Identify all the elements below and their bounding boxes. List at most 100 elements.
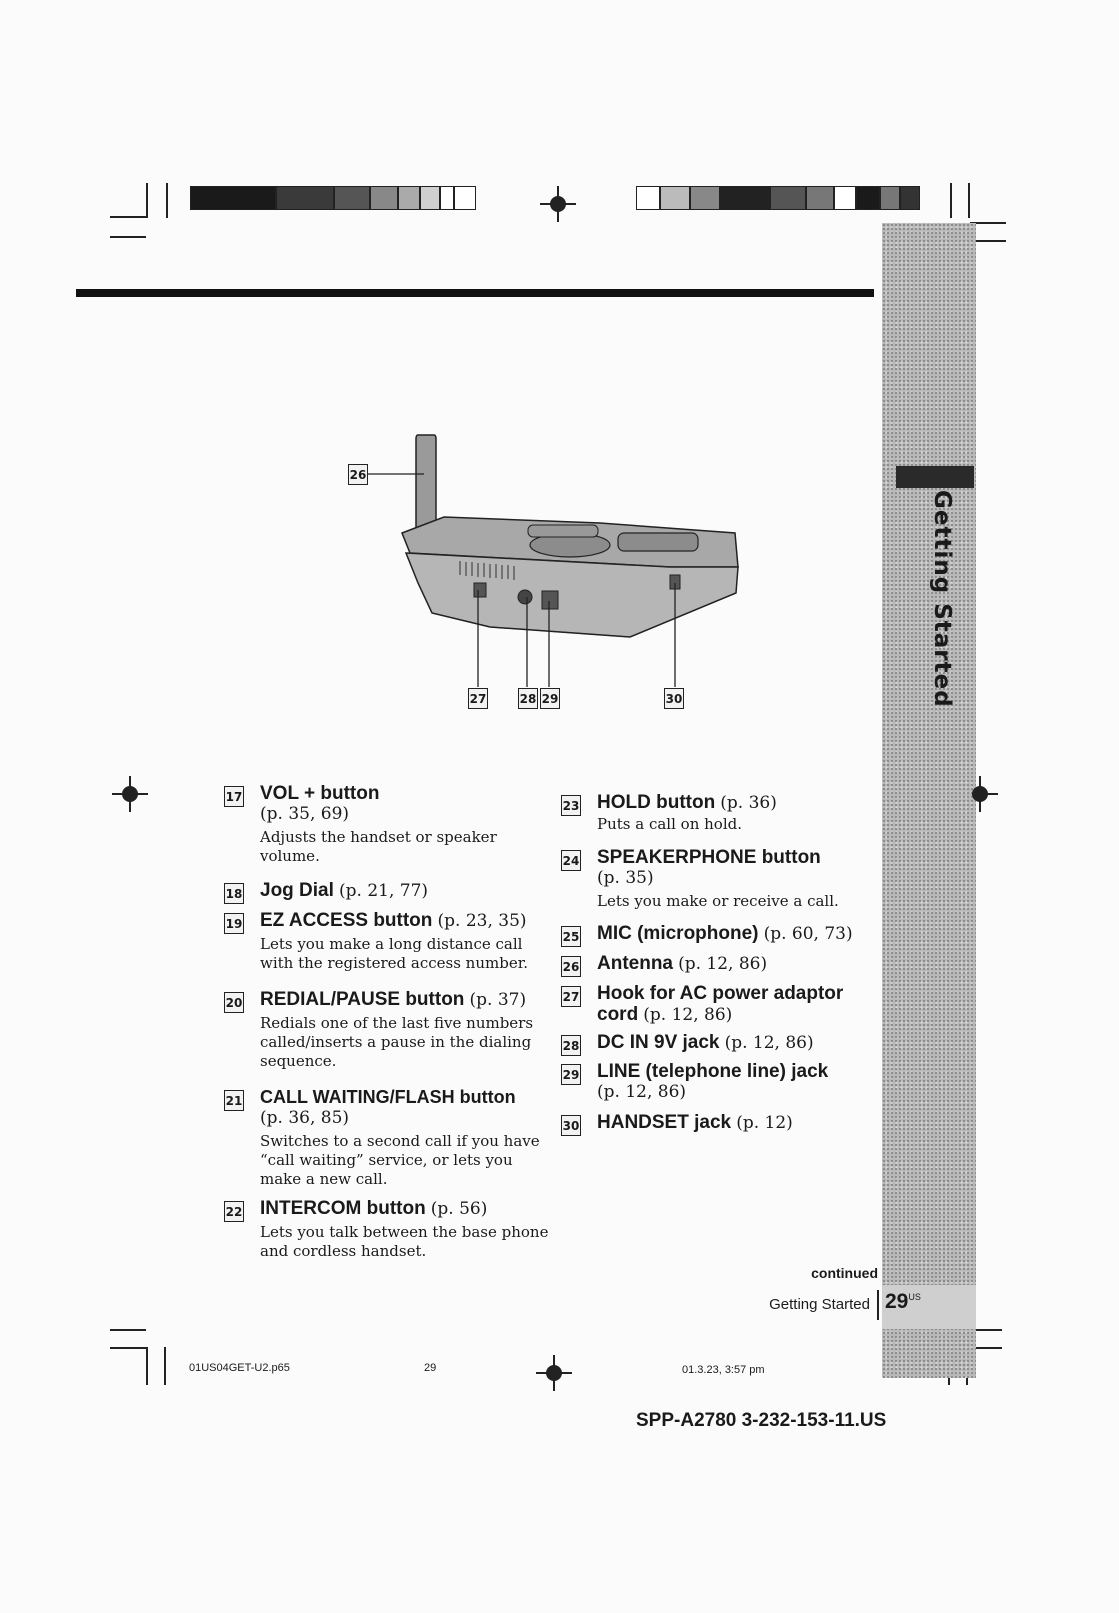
crop-mark <box>966 1329 1002 1331</box>
page-number: 29US <box>885 1290 921 1314</box>
entry-label: Jog Dial <box>260 880 334 901</box>
entry-page-ref: (p. 35, 69) <box>260 804 350 824</box>
entry-number: 25 <box>561 926 581 947</box>
entry-description: Redials one of the last five numbers cal… <box>260 1014 534 1070</box>
crop-mark <box>110 1347 146 1349</box>
entry-hold-button: HOLD button (p. 36) Puts a call on hold. <box>597 792 877 834</box>
crop-mark <box>110 236 146 238</box>
crop-mark <box>970 222 1006 224</box>
entry-handset-jack: HANDSET jack (p. 12) <box>597 1112 877 1133</box>
entry-description: Puts a call on hold. <box>597 815 742 833</box>
registration-mark <box>962 776 998 812</box>
entry-call-waiting-flash-button: CALL WAITING/FLASH button (p. 36, 85) Sw… <box>260 1087 550 1189</box>
entry-label: SPEAKERPHONE button <box>597 847 821 868</box>
entry-number: 26 <box>561 956 581 977</box>
entry-label: Hook for AC power adaptor cord <box>597 983 844 1025</box>
entry-page-ref: (p. 12) <box>736 1113 793 1133</box>
entry-vol-button: VOL + button (p. 35, 69) Adjusts the han… <box>260 783 550 866</box>
header-rule <box>76 289 874 297</box>
crop-mark <box>110 1329 146 1331</box>
page-number-suffix: US <box>908 1292 921 1302</box>
crop-mark <box>166 183 168 218</box>
entry-ez-access-button: EZ ACCESS button (p. 23, 35) Lets you ma… <box>260 910 550 973</box>
entry-label: REDIAL/PAUSE button <box>260 989 465 1010</box>
registration-mark <box>112 776 148 812</box>
section-tab-marker <box>896 466 974 488</box>
entry-number: 19 <box>224 913 244 934</box>
section-sidebar <box>882 223 976 1378</box>
entry-number: 18 <box>224 883 244 904</box>
entry-line-jack: LINE (telephone line) jack (p. 12, 86) <box>597 1061 877 1102</box>
entry-label: VOL + button <box>260 783 380 804</box>
section-sidebar-title: Getting Started <box>929 490 955 708</box>
entry-mic: MIC (microphone) (p. 60, 73) <box>597 923 877 944</box>
slug-page: 29 <box>424 1362 437 1374</box>
entry-description: Adjusts the handset or speaker volume. <box>260 828 497 865</box>
entry-label: EZ ACCESS button <box>260 910 433 931</box>
entry-description: Lets you make or receive a call. <box>597 892 839 910</box>
entry-page-ref: (p. 35) <box>597 868 654 888</box>
entry-page-ref: (p. 56) <box>430 1199 488 1219</box>
page-number-value: 29 <box>885 1290 909 1313</box>
entry-label: HOLD button <box>597 792 716 813</box>
crop-mark <box>950 183 952 218</box>
entry-number: 27 <box>561 986 581 1007</box>
diagram-callout-29: 29 <box>540 688 560 709</box>
entry-label: INTERCOM button <box>260 1198 426 1219</box>
entry-page-ref: (p. 36) <box>720 793 777 813</box>
entry-page-ref: (p. 12, 86) <box>643 1005 733 1025</box>
diagram-callout-27: 27 <box>468 688 488 709</box>
crop-mark <box>968 183 970 218</box>
entry-number: 21 <box>224 1090 244 1111</box>
entry-number: 24 <box>561 850 581 871</box>
entry-label: CALL WAITING/FLASH button <box>260 1087 516 1107</box>
crop-mark <box>164 1347 166 1385</box>
entry-page-ref: (p. 12, 86) <box>678 954 768 974</box>
page-number-box <box>882 1285 976 1329</box>
entry-number: 22 <box>224 1201 244 1222</box>
registration-bar-left <box>190 186 476 210</box>
entry-description: Lets you make a long distance call with … <box>260 935 528 972</box>
entry-label: HANDSET jack <box>597 1112 732 1133</box>
entry-description: Lets you talk between the base phone and… <box>260 1223 549 1260</box>
footer-divider <box>877 1290 879 1320</box>
entry-number: 28 <box>561 1035 581 1056</box>
entry-page-ref: (p. 36, 85) <box>260 1108 350 1128</box>
registration-mark <box>540 186 576 222</box>
entry-description: Switches to a second call if you have “c… <box>260 1132 540 1188</box>
entry-ac-hook: Hook for AC power adaptor cord (p. 12, 8… <box>597 983 857 1025</box>
diagram-callout-30: 30 <box>664 688 684 709</box>
slug-date: 01.3.23, 3:57 pm <box>682 1364 765 1376</box>
slug-filename: 01US04GET-U2.p65 <box>189 1362 290 1374</box>
entry-page-ref: (p. 60, 73) <box>763 924 853 944</box>
registration-bar-right <box>636 186 920 210</box>
entry-page-ref: (p. 37) <box>469 990 527 1010</box>
model-number: SPP-A2780 3-232-153-11.US <box>636 1410 887 1431</box>
entry-jog-dial: Jog Dial (p. 21, 77) <box>260 880 550 901</box>
entry-number: 17 <box>224 786 244 807</box>
entry-label: Antenna <box>597 953 673 974</box>
entry-label: DC IN 9V jack <box>597 1032 720 1053</box>
entry-antenna: Antenna (p. 12, 86) <box>597 953 877 974</box>
crop-mark <box>966 1347 1002 1349</box>
entry-speakerphone-button: SPEAKERPHONE button (p. 35) Lets you mak… <box>597 847 877 911</box>
diagram-callout-28: 28 <box>518 688 538 709</box>
entry-page-ref: (p. 23, 35) <box>437 911 527 931</box>
continued-label: continued <box>811 1265 878 1281</box>
diagram-callout-26: 26 <box>348 464 368 485</box>
entry-number: 20 <box>224 992 244 1013</box>
crop-mark <box>146 1347 148 1385</box>
entry-number: 30 <box>561 1115 581 1136</box>
registration-mark <box>536 1355 572 1391</box>
phone-base-diagram <box>368 434 739 687</box>
entry-page-ref: (p. 21, 77) <box>339 881 429 901</box>
entry-redial-pause-button: REDIAL/PAUSE button (p. 37) Redials one … <box>260 989 550 1071</box>
entry-number: 29 <box>561 1064 581 1085</box>
entry-page-ref: (p. 12, 86) <box>597 1082 687 1102</box>
continued-rule <box>880 1273 882 1274</box>
crop-mark <box>970 240 1006 242</box>
entry-dc-in-jack: DC IN 9V jack (p. 12, 86) <box>597 1032 877 1053</box>
footer-section-name: Getting Started <box>769 1296 870 1313</box>
crop-mark <box>146 183 148 218</box>
entry-intercom-button: INTERCOM button (p. 56) Lets you talk be… <box>260 1198 550 1261</box>
